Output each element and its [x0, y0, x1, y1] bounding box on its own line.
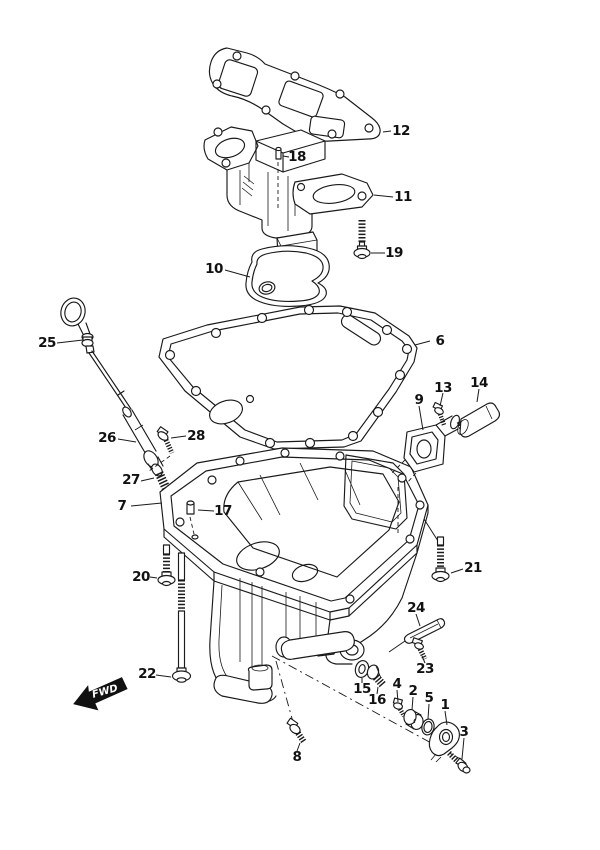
callout-1: 1: [440, 697, 450, 713]
callout-23: 23: [416, 661, 434, 677]
fwd-arrow: FWD: [73, 677, 128, 711]
engine-holder-7: [159, 447, 429, 704]
callout-10: 10: [205, 261, 223, 277]
callout-24: 24: [407, 600, 425, 616]
bolt-22: [171, 552, 192, 683]
gasket-6: [158, 304, 418, 450]
dowel-17: [186, 500, 199, 540]
callout-13: 13: [434, 380, 452, 396]
callout-26: 26: [98, 430, 116, 446]
callout-21: 21: [464, 560, 482, 576]
callout-16: 16: [368, 692, 386, 708]
callout-25: 25: [38, 335, 56, 351]
drain-plug-8: [286, 717, 307, 744]
washer-15: [354, 660, 370, 678]
callout-4: 4: [392, 676, 402, 692]
callout-22: 22: [138, 666, 156, 682]
spacer-24: [388, 618, 446, 653]
seal-27: [151, 463, 171, 490]
bracket-9: [391, 414, 461, 484]
bolt-28: [148, 426, 175, 472]
callout-9: 9: [414, 392, 424, 408]
bolt-20: [157, 544, 176, 587]
leader-lines: [56, 130, 480, 760]
bolt-13: [432, 401, 447, 426]
callout-12: 12: [392, 123, 410, 139]
dipstick-25: [60, 297, 132, 412]
bushing-2: [403, 708, 424, 731]
callout-14: 14: [470, 375, 488, 391]
anode-plate-1: [428, 721, 460, 763]
bolt-19: [353, 220, 371, 260]
oil-pump-case-11: [203, 126, 374, 263]
gasket-12: [208, 47, 381, 142]
bolt-21: [423, 518, 450, 583]
callout-2: 2: [408, 683, 418, 699]
callout-7: 7: [117, 498, 127, 514]
dipstick-guide-26: [122, 406, 164, 472]
callout-19: 19: [385, 245, 403, 261]
bolt-23: [411, 637, 428, 661]
callout-18: 18: [288, 149, 306, 165]
callout-20: 20: [132, 569, 150, 585]
callout-5: 5: [424, 690, 434, 706]
bolt-3: [447, 751, 471, 774]
bolt-4: [392, 697, 406, 718]
oring-5: [421, 718, 435, 736]
callout-28: 28: [187, 428, 205, 444]
callout-15: 15: [353, 681, 371, 697]
callout-11: 11: [394, 189, 412, 205]
callout-6: 6: [435, 333, 445, 349]
callout-27: 27: [122, 472, 140, 488]
callout-3: 3: [459, 724, 469, 740]
plug-16: [366, 664, 387, 688]
gasket-10: [245, 245, 330, 307]
callout-17: 17: [214, 503, 232, 519]
anode-14: [456, 402, 501, 438]
pin-18: [275, 146, 282, 210]
callout-8: 8: [292, 749, 302, 765]
